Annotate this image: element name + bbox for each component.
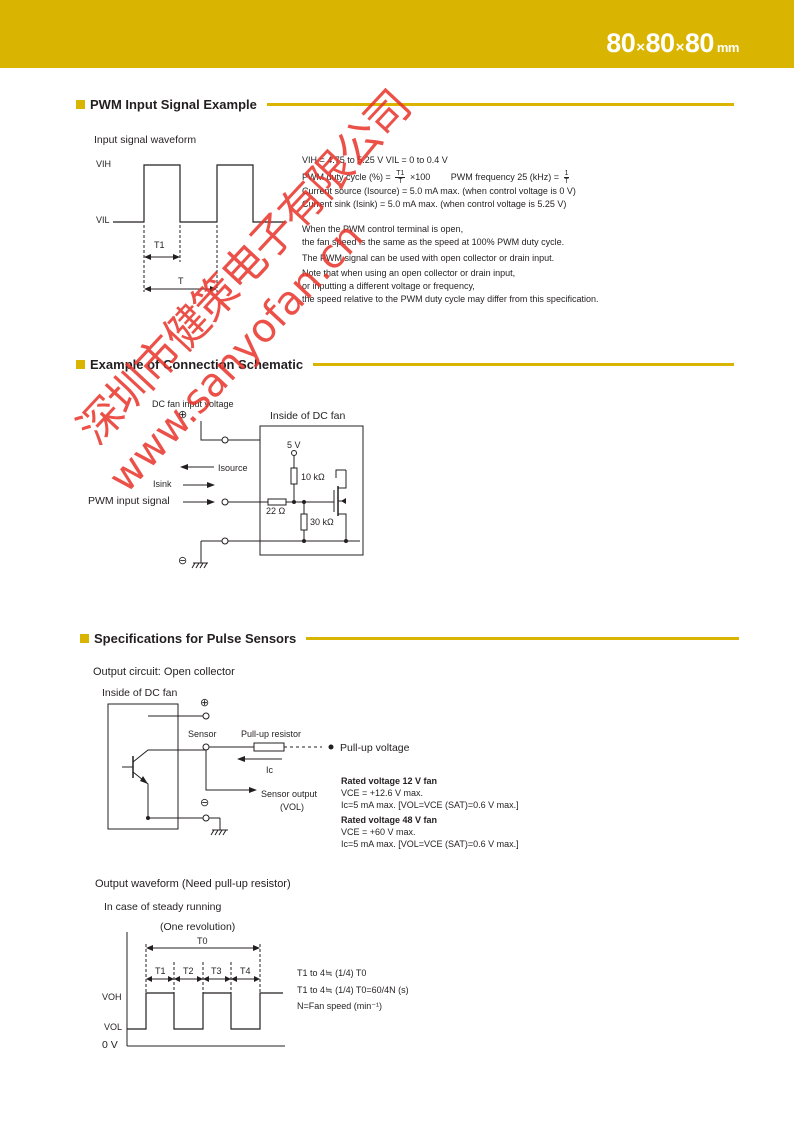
freq-numerator: 1 — [563, 170, 570, 178]
current-source-spec: Current source (Isource) = 5.0 mA max. (… — [302, 186, 576, 196]
rated12-title: Rated voltage 12 V fan — [341, 776, 438, 786]
zero-v-label: 0 V — [102, 1039, 118, 1051]
section-title: Example of Connection Schematic — [90, 356, 304, 372]
times-sign: × — [675, 39, 685, 56]
section-bullet — [76, 359, 85, 369]
isource-label: Isource — [218, 463, 248, 473]
pullup-voltage-label: Pull-up voltage — [340, 742, 410, 754]
size-c: 80 — [684, 28, 715, 58]
times-sign: × — [636, 39, 645, 56]
rated48-ic: Ic=5 mA max. [VOL=VCE (SAT)=0.6 V max.] — [341, 839, 519, 849]
r10k-label: 10 kΩ — [301, 472, 325, 482]
t0-label: T0 — [197, 936, 208, 946]
freq-denominator: T — [564, 178, 569, 185]
t3-label: T3 — [211, 966, 222, 976]
t-label: T — [178, 276, 184, 286]
section-rule — [313, 362, 734, 366]
rated48-vce: VCE = +60 V max. — [341, 827, 416, 837]
pullup-resistor-label: Pull-up resistor — [241, 729, 302, 739]
t4-label: T4 — [240, 966, 251, 976]
inside-fan-label: Inside of DC fan — [102, 687, 178, 699]
note-line: the fan speed is the same as the speed a… — [302, 237, 565, 247]
r30k-label: 30 kΩ — [310, 517, 334, 527]
section-title: PWM Input Signal Example — [90, 96, 257, 112]
rated12-vce: VCE = +12.6 V max. — [341, 788, 424, 798]
waveform-title: Output waveform (Need pull-up resistor) — [95, 878, 291, 890]
t1-label: T1 — [154, 240, 165, 250]
isink-label: Isink — [153, 479, 172, 489]
period-eq2: T1 to 4≒ (1/4) T0=60/4N (s) — [297, 985, 409, 995]
section-title: Specifications for Pulse Sensors — [94, 630, 297, 646]
note-line: Note that when using an open collector o… — [302, 268, 516, 278]
section-pwm-heading: PWM Input Signal Example — [76, 95, 734, 113]
note-line: the speed relative to the PWM duty cycle… — [302, 294, 599, 304]
vih-label: VIH — [96, 159, 112, 169]
freq-fraction: 1 T — [563, 170, 570, 185]
output-circuit-label: Output circuit: Open collector — [93, 666, 235, 678]
freq-prefix: PWM frequency 25 (kHz) = — [450, 171, 560, 182]
period-eq1: T1 to 4≒ (1/4) T0 — [297, 968, 367, 978]
note-line: When the PWM control terminal is open, — [302, 224, 464, 234]
rated12-ic: Ic=5 mA max. [VOL=VCE (SAT)=0.6 V max.] — [341, 800, 519, 810]
pwm-input-label: PWM input signal — [88, 495, 170, 507]
current-sink-spec: Current sink (Isink) = 5.0 mA max. (when… — [302, 199, 567, 209]
one-revolution-label: (One revolution) — [160, 921, 236, 933]
ic-label: Ic — [266, 765, 274, 775]
waveform-label: Input signal waveform — [94, 134, 197, 146]
steady-running-label: In case of steady running — [104, 901, 222, 913]
t2-label: T2 — [183, 966, 194, 976]
r22-label: 22 Ω — [266, 506, 286, 516]
v5-label: 5 V — [287, 440, 301, 450]
vil-label: VIL — [96, 215, 110, 225]
t1-label: T1 — [155, 966, 166, 976]
duty-denominator: T — [398, 178, 403, 185]
vol-label: (VOL) — [280, 802, 305, 812]
plus-terminal-icon: ⊕ — [178, 409, 188, 421]
dc-input-label: DC fan input voltage — [152, 399, 234, 409]
vol-axis-label: VOL — [104, 1022, 123, 1032]
fan-speed-eq: N=Fan speed (min⁻¹) — [297, 1001, 383, 1011]
inside-fan-label: Inside of DC fan — [270, 410, 346, 422]
duty-numerator: T1 — [395, 170, 406, 178]
plus-terminal-icon: ⊕ — [200, 697, 210, 709]
section-bullet — [80, 633, 89, 643]
rated48-title: Rated voltage 48 V fan — [341, 815, 438, 825]
duty-cycle-formula: PWM duty cycle (%) = T1 T ×100 PWM frequ… — [302, 170, 571, 185]
size-b: 80 — [645, 28, 676, 58]
section-connection-heading: Example of Connection Schematic — [76, 355, 734, 373]
size-unit: mm — [716, 40, 740, 55]
section-bullet — [76, 99, 85, 109]
section-pulse-heading: Specifications for Pulse Sensors — [80, 629, 739, 647]
note-line: The PWM signal can be used with open col… — [302, 253, 555, 263]
minus-terminal-icon: ⊖ — [178, 555, 188, 567]
minus-terminal-icon: ⊖ — [200, 797, 210, 809]
vih-vil-spec: VIH = 4.75 to 5.25 V VIL = 0 to 0.4 V — [302, 155, 448, 165]
size-a: 80 — [606, 28, 636, 58]
duty-prefix: PWM duty cycle (%) = — [302, 171, 391, 182]
duty-fraction: T1 T — [395, 170, 406, 185]
sensor-output-label: Sensor output — [261, 789, 318, 799]
note-line: or inputting a different voltage or freq… — [302, 281, 475, 291]
voh-label: VOH — [102, 992, 122, 1002]
duty-suffix: ×100 — [409, 171, 431, 182]
sensor-label: Sensor — [188, 729, 217, 739]
section-rule — [306, 636, 739, 640]
section-rule — [266, 102, 734, 106]
